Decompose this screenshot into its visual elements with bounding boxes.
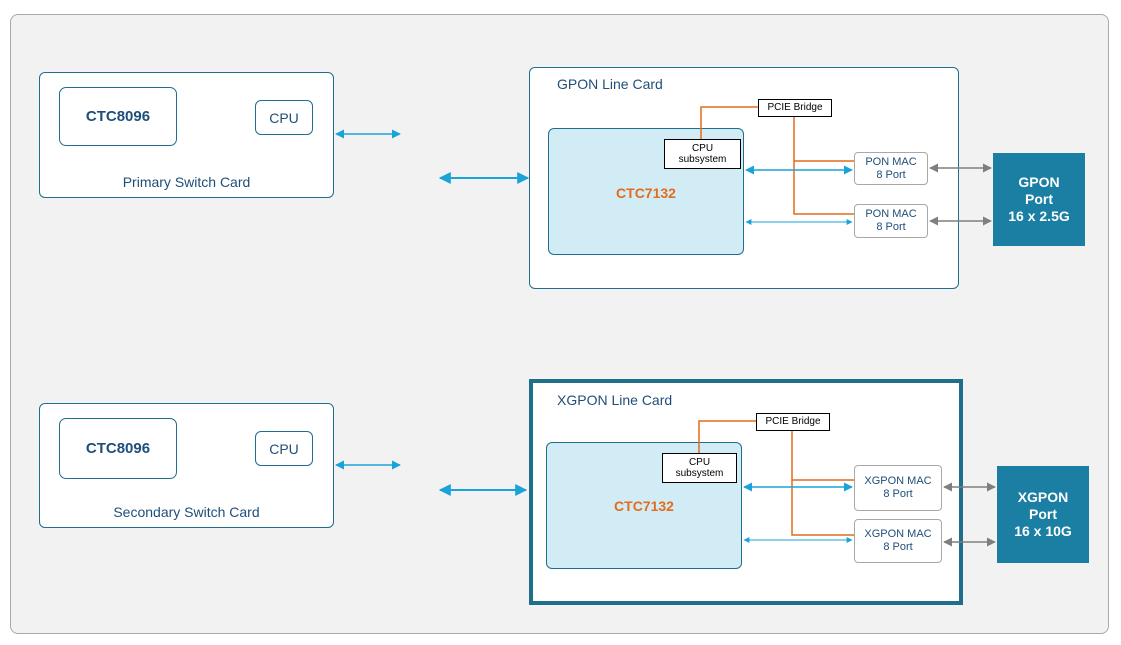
xgpon-mac-2-line1: XGPON MAC <box>864 528 932 540</box>
gpon-cpu-subsystem: CPU subsystem <box>664 139 741 169</box>
gpon-port-block: GPON Port 16 x 2.5G <box>993 153 1085 246</box>
xgpon-port-line2: Port <box>1029 506 1057 522</box>
xgpon-pcie-link-mac <box>791 431 854 536</box>
gpon-pon-mac-1: PON MAC 8 Port <box>854 152 928 185</box>
gpon-pcie-link-mac <box>793 117 854 215</box>
gpon-pon-mac-1-line2: 8 Port <box>876 168 906 181</box>
xgpon-port-line3: 16 x 10G <box>1014 523 1072 539</box>
primary-cpu-box: CPU <box>255 100 313 135</box>
xgpon-cpu-subsystem: CPU subsystem <box>662 453 737 483</box>
gpon-pon-mac-2: PON MAC 8 Port <box>854 204 928 238</box>
xgpon-ctc7132-label: CTC7132 <box>614 498 674 514</box>
gpon-port-line2: Port <box>1025 191 1053 207</box>
secondary-switch-card-label: Secondary Switch Card <box>113 504 260 520</box>
xgpon-pcie-link-cpu <box>698 420 756 453</box>
gpon-pon-mac-1-line1: PON MAC <box>865 155 917 168</box>
xgpon-cpu-subsystem-line2: subsystem <box>675 468 724 479</box>
primary-ctc8096-chip: CTC8096 <box>59 87 177 146</box>
xgpon-port-block: XGPON Port 16 x 10G <box>997 466 1089 563</box>
xgpon-cpu-subsystem-line1: CPU <box>688 457 711 468</box>
gpon-cpu-subsystem-line2: subsystem <box>678 154 727 165</box>
xgpon-mac-1: XGPON MAC 8 Port <box>854 465 942 511</box>
xgpon-port-line1: XGPON <box>1017 489 1069 505</box>
gpon-pon-mac-2-line2: 8 Port <box>876 221 906 233</box>
xgpon-pcie-bridge: PCIE Bridge <box>756 413 830 431</box>
gpon-ctc7132-label: CTC7132 <box>616 185 676 201</box>
primary-switch-card-label: Primary Switch Card <box>122 174 251 190</box>
xgpon-mac-2: XGPON MAC 8 Port <box>854 519 942 563</box>
secondary-cpu-box: CPU <box>255 431 313 466</box>
xgpon-line-card-title: XGPON Line Card <box>557 392 673 408</box>
xgpon-mac-2-line2: 8 Port <box>883 541 913 553</box>
gpon-line-card-title: GPON Line Card <box>557 76 663 92</box>
xgpon-mac-1-line2: 8 Port <box>883 488 913 500</box>
gpon-pcie-link-cpu <box>700 106 758 139</box>
gpon-pon-mac-2-line1: PON MAC <box>865 208 917 220</box>
gpon-port-line3: 16 x 2.5G <box>1008 208 1070 224</box>
gpon-port-line1: GPON <box>1018 174 1060 190</box>
gpon-cpu-subsystem-line1: CPU <box>691 143 714 154</box>
gpon-pcie-bridge: PCIE Bridge <box>758 99 832 117</box>
secondary-ctc8096-chip: CTC8096 <box>59 418 177 479</box>
xgpon-mac-1-line1: XGPON MAC <box>864 475 932 487</box>
